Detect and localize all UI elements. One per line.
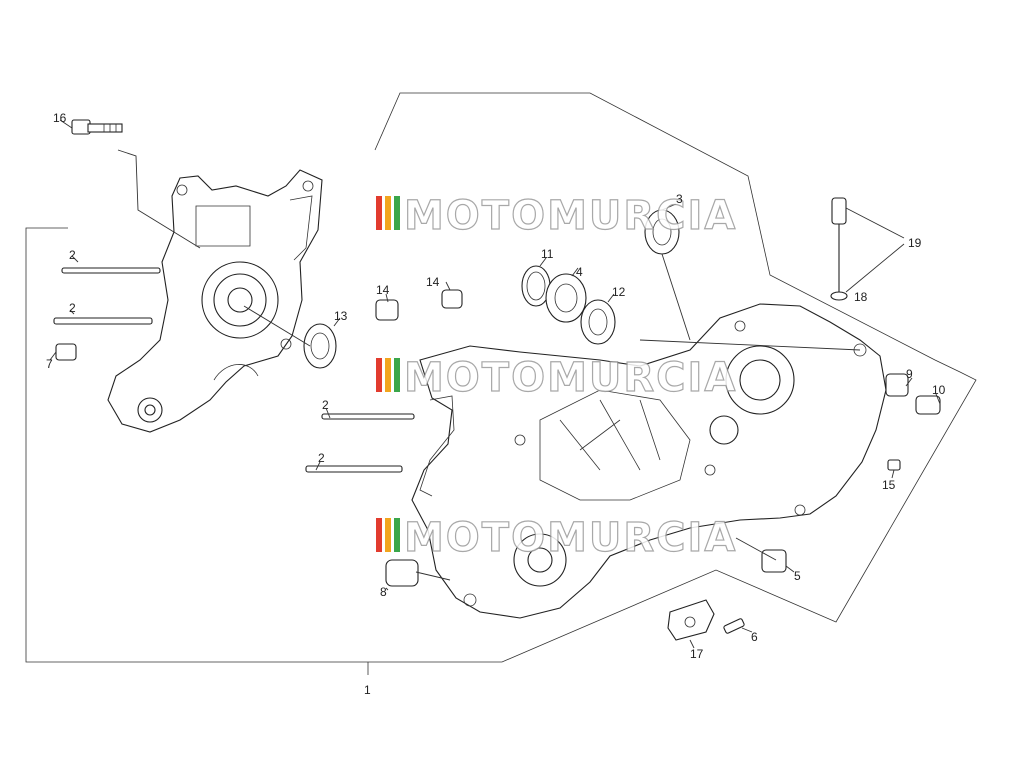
watermark-top: MOTOMURCIA bbox=[376, 192, 737, 240]
watermark-middle: MOTOMURCIA bbox=[376, 354, 737, 402]
watermark-stripe-green bbox=[394, 196, 400, 230]
watermark-stripe-red bbox=[376, 196, 382, 230]
dipstick bbox=[830, 197, 848, 301]
callout-3: 3 bbox=[676, 192, 683, 206]
watermark-text: MOTOMURCIA bbox=[404, 515, 737, 561]
watermark-text: MOTOMURCIA bbox=[404, 355, 737, 401]
callout-1: 1 bbox=[364, 683, 371, 697]
callout-labels: 1 2 2 2 2 3 4 5 6 7 8 9 10 11 12 13 14 1… bbox=[46, 111, 946, 697]
watermark-stripe-green bbox=[394, 518, 400, 552]
assembly-outline bbox=[25, 92, 977, 675]
callout-13: 13 bbox=[334, 309, 348, 323]
callout-2: 2 bbox=[69, 248, 76, 262]
callout-16: 16 bbox=[53, 111, 67, 125]
callout-8: 8 bbox=[380, 585, 387, 599]
watermark-bottom: MOTOMURCIA bbox=[376, 514, 737, 562]
right-crankcase-half bbox=[411, 303, 887, 619]
callout-9: 9 bbox=[906, 367, 913, 381]
studs bbox=[53, 267, 415, 473]
callout-10: 10 bbox=[932, 383, 946, 397]
watermark-stripe-orange bbox=[385, 196, 391, 230]
left-crankcase-half bbox=[107, 169, 323, 433]
callout-6: 6 bbox=[751, 630, 758, 644]
callout-14: 14 bbox=[426, 275, 440, 289]
watermark-stripe-red bbox=[376, 358, 382, 392]
watermark-stripe-green bbox=[394, 358, 400, 392]
callout-14: 14 bbox=[376, 283, 390, 297]
watermark-stripe-orange bbox=[385, 518, 391, 552]
callout-2: 2 bbox=[318, 451, 325, 465]
callout-17: 17 bbox=[690, 647, 704, 661]
callout-19: 19 bbox=[908, 236, 922, 250]
callout-2: 2 bbox=[322, 398, 329, 412]
callout-12: 12 bbox=[612, 285, 626, 299]
callout-18: 18 bbox=[854, 290, 868, 304]
watermark-text: MOTOMURCIA bbox=[404, 193, 737, 239]
bracket-bolt bbox=[667, 599, 745, 641]
seals-bearings bbox=[303, 209, 680, 369]
callout-2: 2 bbox=[69, 301, 76, 315]
callout-5: 5 bbox=[794, 569, 801, 583]
leader-lines bbox=[49, 119, 941, 649]
watermark-stripe-red bbox=[376, 518, 382, 552]
bolt-16 bbox=[71, 119, 123, 135]
callout-7: 7 bbox=[46, 357, 53, 371]
callout-11: 11 bbox=[541, 247, 554, 261]
watermark-stripe-orange bbox=[385, 358, 391, 392]
callout-15: 15 bbox=[882, 478, 896, 492]
callout-4: 4 bbox=[576, 265, 583, 279]
